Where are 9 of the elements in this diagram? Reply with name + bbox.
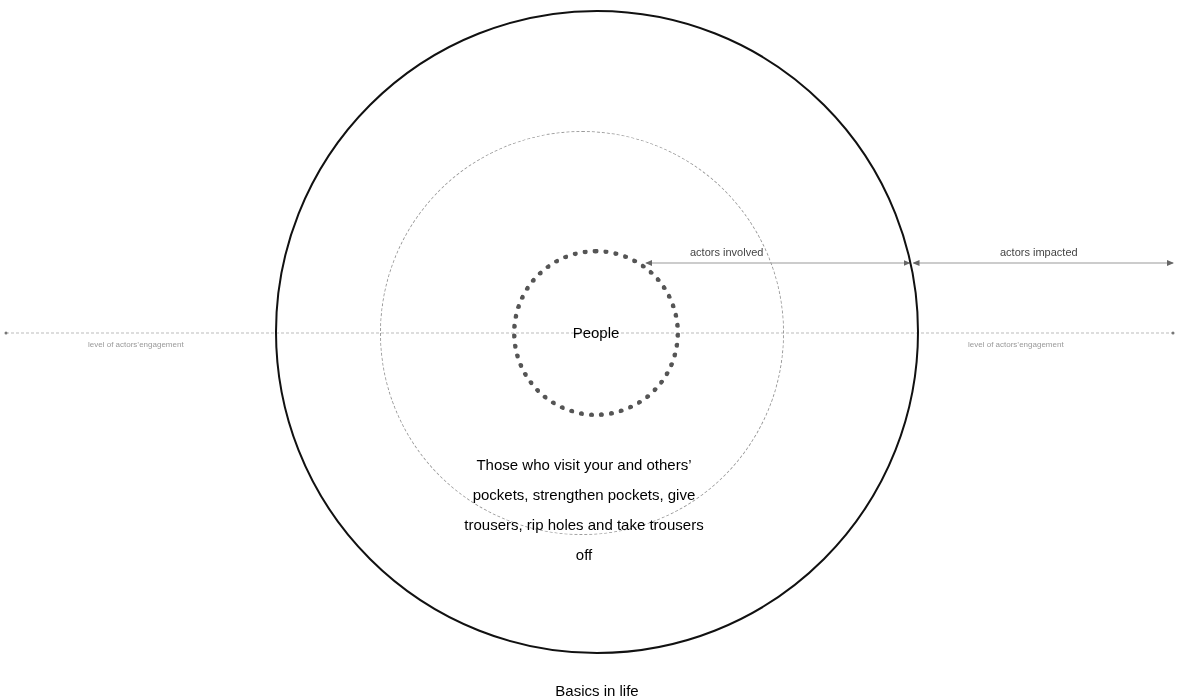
edge-label: actors impacted <box>1000 245 1078 260</box>
dimension-label: level of actors’engagement <box>968 339 1064 351</box>
arrow <box>645 260 911 266</box>
circle-description: Those who visit your and others’ pockets, strengthen pockets, give trousers, rip holes and take trousers off <box>463 455 705 565</box>
edge-label: actors involved <box>690 245 764 260</box>
circle-caption: Basics in life <box>555 681 639 699</box>
dimension-label: level of actors’engagement <box>88 339 184 351</box>
arrow <box>912 260 1174 266</box>
circle-label: People <box>571 323 621 343</box>
